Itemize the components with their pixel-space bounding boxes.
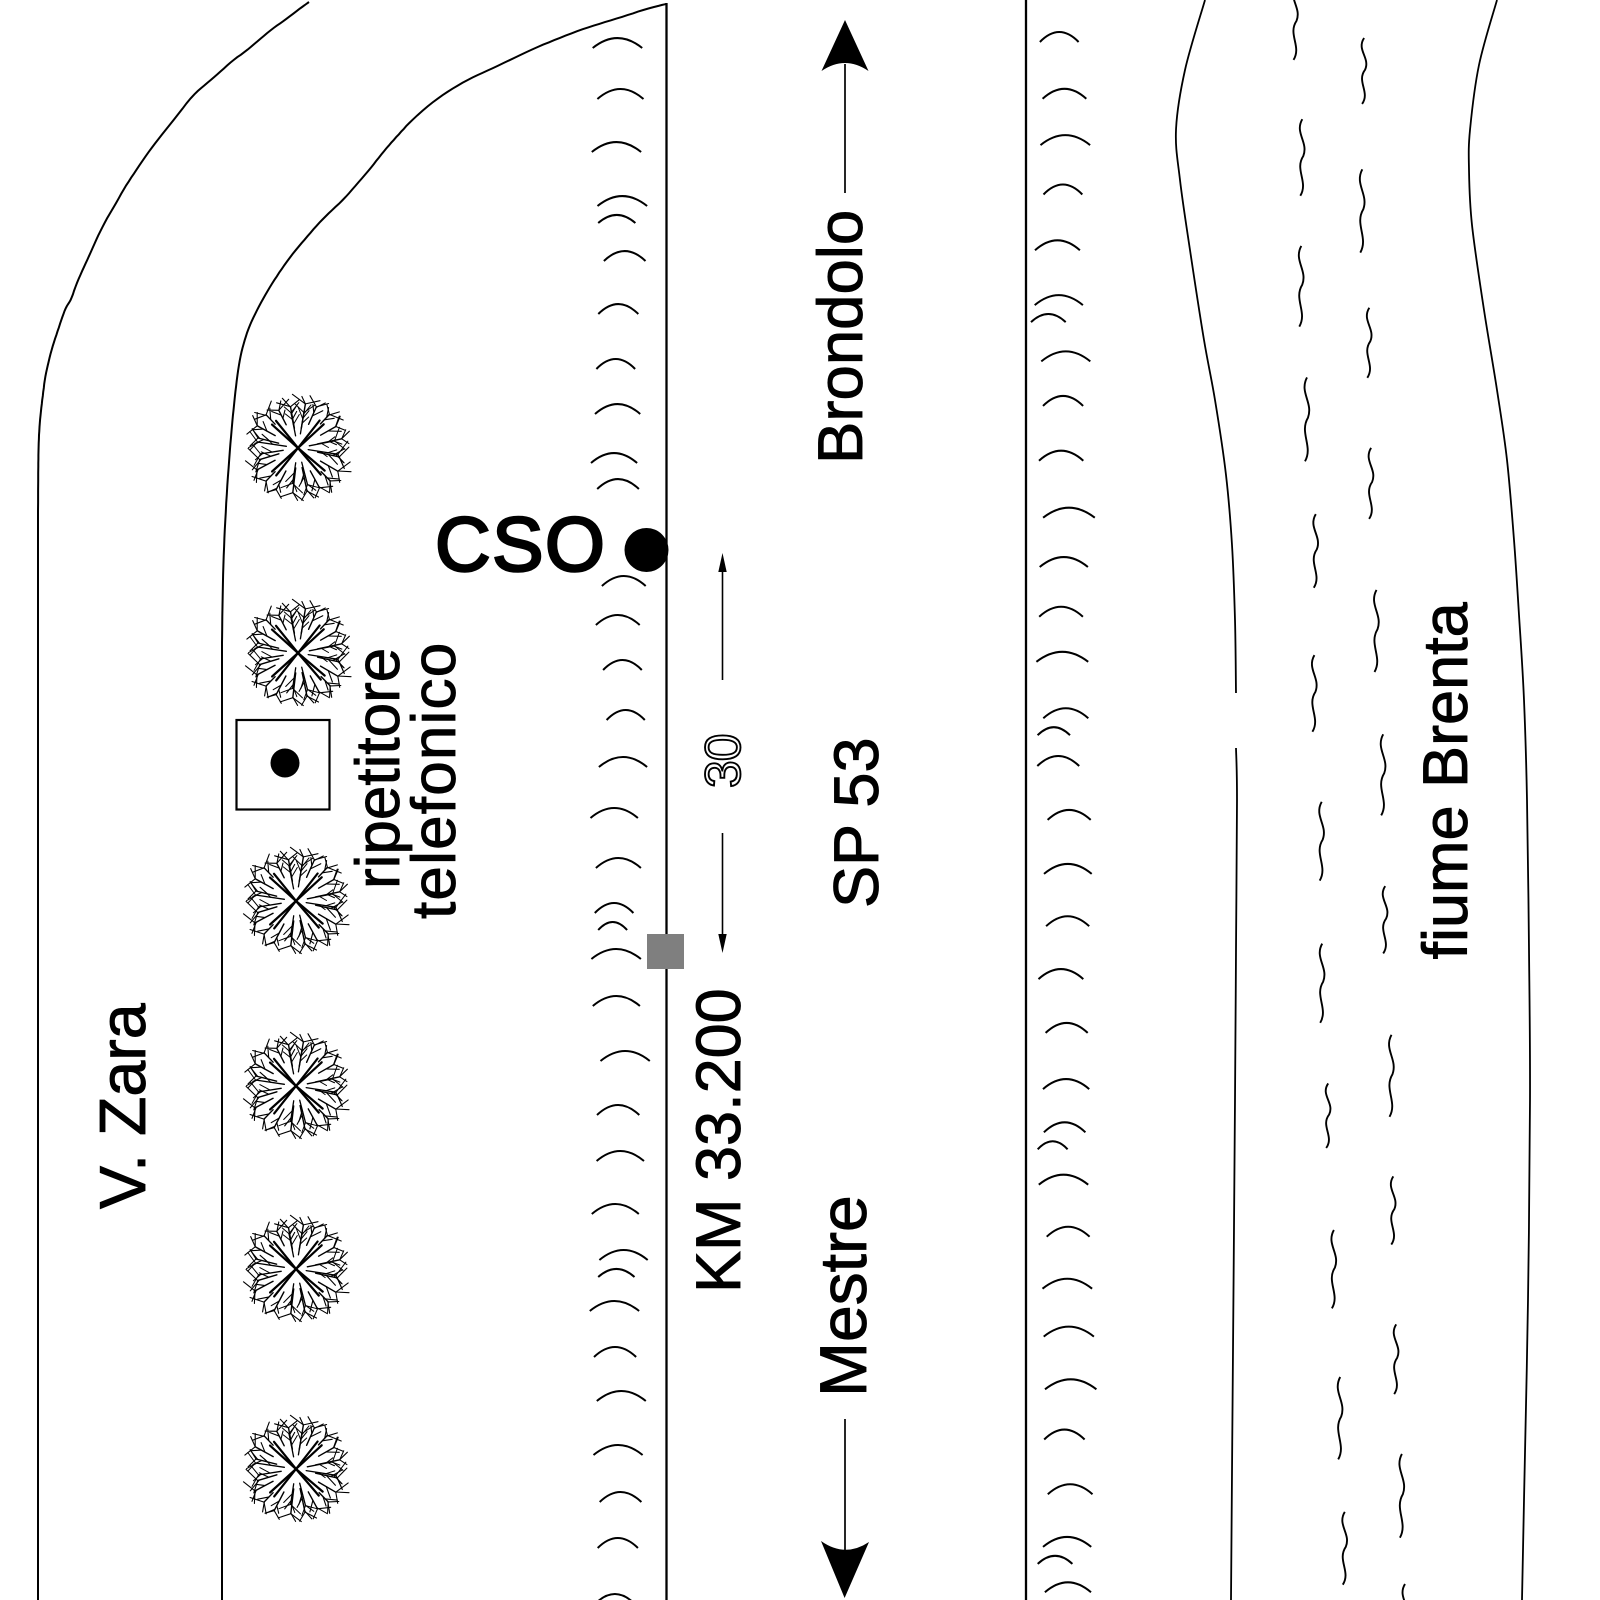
svg-text:Brondolo: Brondolo: [806, 210, 876, 464]
svg-text:V. Zara: V. Zara: [87, 1003, 159, 1209]
svg-text:KM 33.200: KM 33.200: [684, 988, 754, 1293]
svg-text:ripetitore: ripetitore: [344, 648, 413, 889]
svg-text:SP 53: SP 53: [822, 738, 892, 908]
svg-text:CSO: CSO: [435, 502, 606, 588]
svg-text:fiume Brenta: fiume Brenta: [1411, 601, 1481, 959]
svg-text:Mestre: Mestre: [806, 1195, 880, 1397]
svg-text:30: 30: [695, 734, 751, 788]
svg-text:telefonico: telefonico: [400, 642, 469, 919]
